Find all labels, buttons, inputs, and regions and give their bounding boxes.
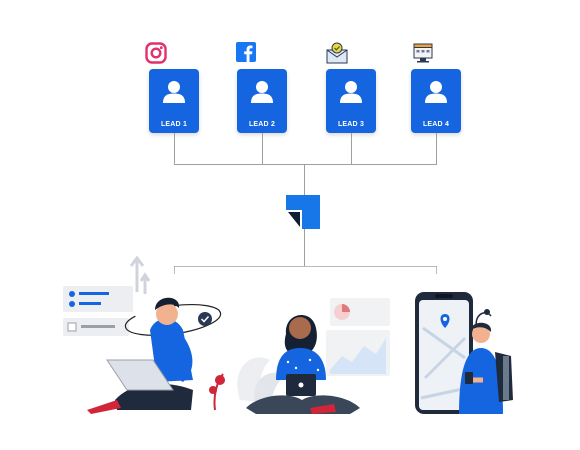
connector-line bbox=[436, 266, 437, 274]
user-icon bbox=[423, 78, 449, 109]
instagram-icon bbox=[145, 42, 167, 64]
crm-logo-icon bbox=[286, 195, 320, 229]
web-form-icon bbox=[412, 42, 434, 64]
lead-label: LEAD 3 bbox=[337, 121, 365, 128]
connector-line bbox=[174, 133, 175, 164]
user-icon bbox=[338, 78, 364, 109]
lead-card-4[interactable]: LEAD 4 bbox=[411, 69, 461, 133]
connector-line bbox=[304, 229, 305, 266]
lead-label: LEAD 4 bbox=[422, 121, 450, 128]
connector-line bbox=[174, 266, 437, 267]
connector-line bbox=[174, 164, 437, 165]
lead-card-2[interactable]: LEAD 2 bbox=[237, 69, 287, 133]
facebook-icon bbox=[236, 42, 258, 64]
man-with-phone-map-illustration bbox=[415, 292, 513, 414]
lead-label: LEAD 2 bbox=[248, 121, 276, 128]
connector-line bbox=[304, 164, 305, 195]
connector-line bbox=[262, 133, 263, 164]
lead-card-3[interactable]: LEAD 3 bbox=[326, 69, 376, 133]
user-icon bbox=[249, 78, 275, 109]
woman-with-laptop-illustration bbox=[237, 298, 390, 414]
lead-label: LEAD 1 bbox=[160, 121, 188, 128]
connector-line bbox=[174, 266, 175, 274]
connector-line bbox=[351, 133, 352, 164]
user-icon bbox=[161, 78, 187, 109]
email-icon bbox=[325, 42, 348, 64]
lead-card-1[interactable]: LEAD 1 bbox=[149, 69, 199, 133]
connector-line bbox=[436, 133, 437, 164]
person-with-laptop-illustration bbox=[63, 255, 225, 414]
